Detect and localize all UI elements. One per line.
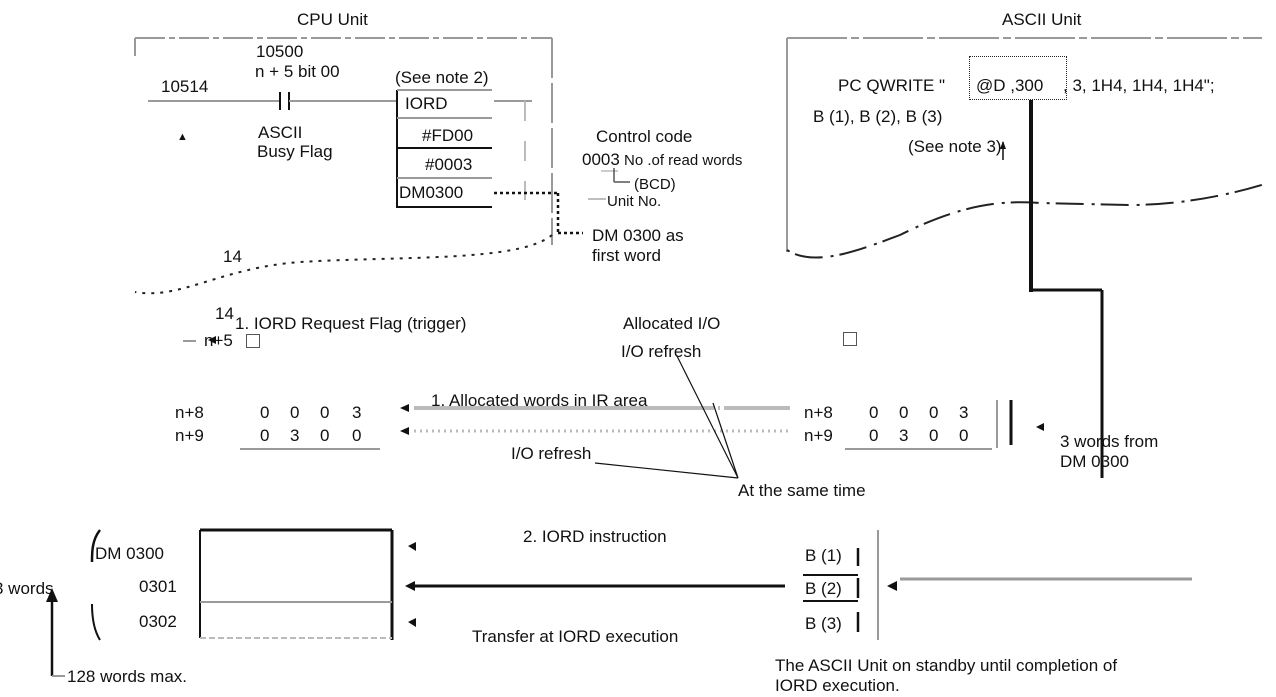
three-words-line1: 3 words from — [1060, 432, 1159, 451]
ascii-ir-n8-d1: 0 — [899, 403, 909, 422]
n5-bit-square — [246, 334, 260, 348]
note3-label: (See note 3) — [908, 137, 1002, 156]
bit-10514-label: 10514 — [161, 77, 209, 96]
ascii-ir-addr-n8: n+8 — [804, 403, 833, 422]
busy-flag-label: Busy Flag — [257, 142, 333, 161]
ascii-ir-n8-d2: 0 — [929, 403, 939, 422]
cpu-ir-addr-n8: n+8 — [175, 403, 204, 422]
ascii-ir-n9-d1: 3 — [899, 426, 909, 445]
connector-lines — [183, 100, 1104, 478]
ascii-flag-label: ASCII — [258, 123, 303, 142]
bit-14-b: 14 — [215, 304, 234, 323]
ladder-rung — [148, 89, 532, 208]
io-refresh-top: I/O refresh — [621, 342, 702, 361]
b-var-box — [803, 530, 1192, 640]
request-flag-label: 1. IORD Request Flag (trigger) — [235, 314, 467, 333]
note2-label: (See note 2) — [395, 68, 489, 87]
control-code-title: Control code — [596, 127, 693, 146]
three-words-line2: DM 0300 — [1060, 452, 1129, 471]
standby-line1: The ASCII Unit on standby until completi… — [775, 656, 1118, 675]
b-var-3: B (3) — [805, 614, 842, 633]
allocated-words-label: 1. Allocated words in IR area — [431, 391, 648, 410]
dm-first-word-line2: first word — [592, 246, 661, 265]
ascii-ir-n8-d3: 3 — [959, 403, 969, 422]
bit-desc-label: n + 5 bit 00 — [255, 62, 340, 81]
ascii-ir-rules — [845, 400, 1013, 450]
ascii-ir-n9-d0: 0 — [869, 426, 879, 445]
arrow-markers — [208, 141, 1044, 627]
iord-operand-1: #FD00 — [422, 126, 474, 145]
control-code-bracket — [588, 168, 630, 200]
cpu-unit-panel — [134, 37, 553, 295]
qwrite-prefix: PC QWRITE " — [838, 76, 946, 95]
b-var-1: B (1) — [805, 546, 842, 565]
max-words-label: 128 words max. — [67, 667, 187, 686]
cpu-ir-n9-d1: 3 — [290, 426, 300, 445]
cpu-ir-addr-n9: n+9 — [175, 426, 204, 445]
iord-op-cell: IORD — [405, 94, 448, 113]
qwrite-suffix: , 3, 1H4, 1H4, 1H4"; — [1063, 76, 1215, 95]
dm-word-table — [46, 528, 394, 677]
cpu-ir-n8-d1: 0 — [290, 403, 300, 422]
dm-first-word-line1: DM 0300 as — [592, 226, 684, 245]
qwrite-line2: B (1), B (2), B (3) — [813, 107, 943, 126]
iord-operand-2: #0003 — [425, 155, 473, 174]
marker-icon: ▲ — [177, 131, 188, 143]
ascii-unit-panel — [786, 37, 1269, 259]
iord-operand-3: DM0300 — [399, 183, 464, 202]
dm-pointer-dotted — [494, 191, 583, 235]
cpu-ir-n9-d2: 0 — [320, 426, 330, 445]
ascii-unit-title: ASCII Unit — [1002, 10, 1082, 29]
dm-row-0300: DM 0300 — [95, 544, 164, 563]
bcd-label: (BCD) — [634, 176, 676, 193]
same-time-lines — [594, 355, 739, 479]
cpu-ir-n8-d3: 3 — [352, 403, 362, 422]
n5-label: n+5 — [204, 331, 233, 350]
bit-10500-label: 10500 — [256, 42, 304, 61]
io-refresh-bottom: I/O refresh — [511, 444, 592, 463]
qwrite-highlight: @D ,300 — [976, 76, 1044, 95]
ascii-ir-addr-n9: n+9 — [804, 426, 833, 445]
unit-no-label: Unit No. — [607, 193, 662, 210]
three-words-bracket-label: 3 words — [0, 579, 54, 598]
cpu-ir-n9-d0: 0 — [260, 426, 270, 445]
bit-14-a: 14 — [223, 247, 242, 266]
ascii-ir-n9-d3: 0 — [959, 426, 969, 445]
iord-instruction-label: 2. IORD instruction — [523, 527, 667, 546]
allocated-io-label: Allocated I/O — [623, 314, 721, 333]
ascii-ir-n8-d0: 0 — [869, 403, 879, 422]
dm-row-0302: 0302 — [139, 612, 177, 631]
read-words-label: No .of read words — [624, 152, 743, 169]
same-time-label: At the same time — [738, 481, 866, 500]
cpu-ir-n8-d2: 0 — [320, 403, 330, 422]
ascii-bit-square — [843, 332, 857, 346]
standby-line2: IORD execution. — [775, 676, 900, 695]
cpu-ir-n9-d3: 0 — [352, 426, 362, 445]
dm-row-0301: 0301 — [139, 577, 177, 596]
transfer-label: Transfer at IORD execution — [472, 627, 679, 646]
qwrite-highlight-box — [969, 56, 1067, 100]
ascii-ir-n9-d2: 0 — [929, 426, 939, 445]
cpu-unit-title: CPU Unit — [297, 10, 368, 29]
cpu-ir-n8-d0: 0 — [260, 403, 270, 422]
control-code-value: 0003 — [582, 150, 620, 169]
b-var-2: B (2) — [805, 579, 842, 598]
